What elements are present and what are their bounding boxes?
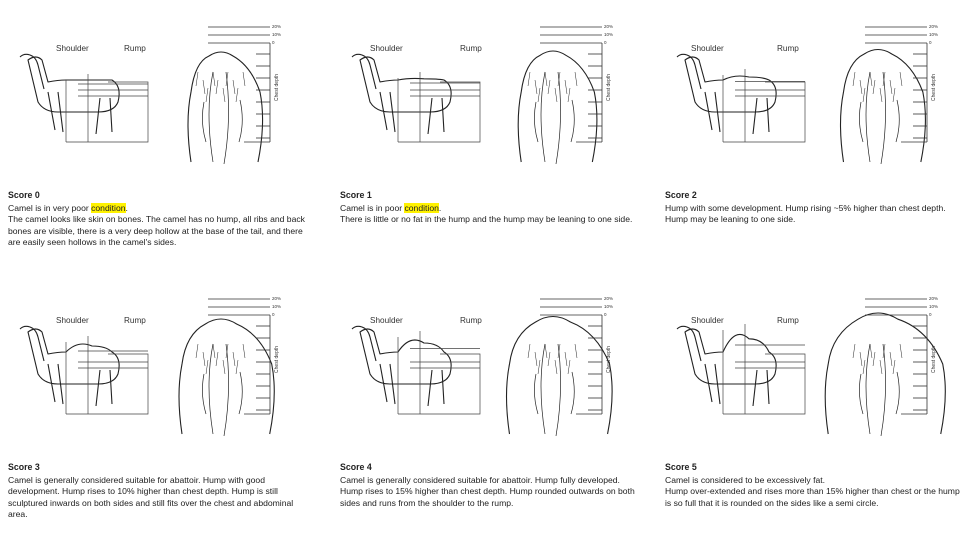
chest-depth-label: Chest depth	[606, 346, 612, 373]
score-title: Score 1	[340, 190, 640, 202]
score-description: Score 0 Camel is in very poor condition.…	[8, 190, 308, 249]
camel-rear-view	[179, 319, 274, 436]
camel-illustration	[665, 12, 975, 187]
tick-20: 20%	[272, 24, 281, 29]
score-body-text: The camel looks like skin on bones. The …	[8, 214, 308, 249]
rump-label: Rump	[777, 316, 799, 325]
score-panel-0: Shoulder Rump 20% 10% 0 Chest depth Scor…	[8, 12, 323, 274]
score-line: Camel is considered to be excessively fa…	[665, 475, 965, 487]
chest-depth-label: Chest depth	[931, 74, 937, 101]
score-panel-1: Shoulder Rump 20% 10% 0 Chest depth Scor…	[340, 12, 655, 274]
tick-20: 20%	[929, 24, 938, 29]
shoulder-label: Shoulder	[370, 316, 403, 325]
score-body-text: There is little or no fat in the hump an…	[340, 214, 640, 226]
tick-0: 0	[929, 40, 932, 45]
tick-20: 20%	[604, 296, 613, 301]
camel-illustration	[665, 284, 975, 459]
camel-rear-view	[507, 317, 613, 437]
rump-label: Rump	[124, 316, 146, 325]
tick-10: 10%	[929, 304, 938, 309]
measure-guides	[66, 336, 148, 414]
camel-side-view	[20, 54, 119, 134]
score-panel-4: Shoulder Rump 20% 10% 0 Chest depth Scor…	[340, 284, 655, 546]
camel-side-view	[352, 54, 451, 134]
tick-0: 0	[272, 40, 275, 45]
shoulder-label: Shoulder	[370, 44, 403, 53]
shoulder-label: Shoulder	[691, 316, 724, 325]
tick-10: 10%	[929, 32, 938, 37]
measure-guides	[723, 69, 805, 142]
score-title: Score 2	[665, 190, 965, 202]
score-line: Camel is in poor condition.	[340, 203, 640, 215]
score-title: Score 3	[8, 462, 308, 474]
chest-depth-label: Chest depth	[931, 346, 937, 373]
score-line: Hump with some development. Hump rising …	[665, 203, 965, 226]
score-description: Score 3 Camel is generally considered su…	[8, 462, 308, 521]
tick-0: 0	[272, 312, 275, 317]
score-panel-5: Shoulder Rump 20% 10% 0 Chest depth Scor…	[665, 284, 975, 546]
chest-depth-label: Chest depth	[274, 346, 280, 373]
chest-depth-label: Chest depth	[274, 74, 280, 101]
score-panel-2: Shoulder Rump 20% 10% 0 Chest depth Scor…	[665, 12, 975, 274]
rump-label: Rump	[460, 316, 482, 325]
tick-20: 20%	[272, 296, 281, 301]
rump-label: Rump	[124, 44, 146, 53]
measure-guides	[398, 72, 480, 142]
tick-20: 20%	[604, 24, 613, 29]
camel-rear-view	[841, 50, 926, 165]
measure-guides	[398, 331, 480, 414]
rump-label: Rump	[460, 44, 482, 53]
camel-side-view	[352, 326, 451, 406]
score-description: Score 1 Camel is in poor condition. Ther…	[340, 190, 640, 226]
rump-label: Rump	[777, 44, 799, 53]
camel-side-view	[677, 54, 776, 134]
camel-side-view	[677, 326, 776, 406]
tick-10: 10%	[272, 32, 281, 37]
chest-depth-label: Chest depth	[606, 74, 612, 101]
score-line: Camel is generally considered suitable f…	[340, 475, 640, 510]
score-description: Score 2 Hump with some development. Hump…	[665, 190, 965, 226]
score-title: Score 4	[340, 462, 640, 474]
tick-10: 10%	[272, 304, 281, 309]
score-line: Camel is in very poor condition.	[8, 203, 308, 215]
shoulder-label: Shoulder	[56, 316, 89, 325]
camel-side-view	[20, 326, 119, 406]
tick-10: 10%	[604, 32, 613, 37]
camel-rear-view	[188, 52, 263, 164]
tick-0: 0	[604, 312, 607, 317]
shoulder-label: Shoulder	[56, 44, 89, 53]
score-line: Camel is generally considered suitable f…	[8, 475, 308, 521]
measure-guides	[723, 324, 805, 414]
tick-20: 20%	[929, 296, 938, 301]
tick-0: 0	[604, 40, 607, 45]
score-title: Score 0	[8, 190, 308, 202]
measure-guides	[66, 74, 148, 142]
score-title: Score 5	[665, 462, 965, 474]
highlighted-word: condition	[404, 203, 438, 213]
score-body-text: Hump over-extended and rises more than 1…	[665, 486, 965, 509]
tick-10: 10%	[604, 304, 613, 309]
score-panel-3: Shoulder Rump 20% 10% 0 Chest depth Scor…	[8, 284, 323, 546]
highlighted-word: condition	[91, 203, 125, 213]
score-description: Score 4 Camel is generally considered su…	[340, 462, 640, 509]
shoulder-label: Shoulder	[691, 44, 724, 53]
camel-rear-view	[518, 51, 597, 164]
score-description: Score 5 Camel is considered to be excess…	[665, 462, 965, 509]
tick-0: 0	[929, 312, 932, 317]
